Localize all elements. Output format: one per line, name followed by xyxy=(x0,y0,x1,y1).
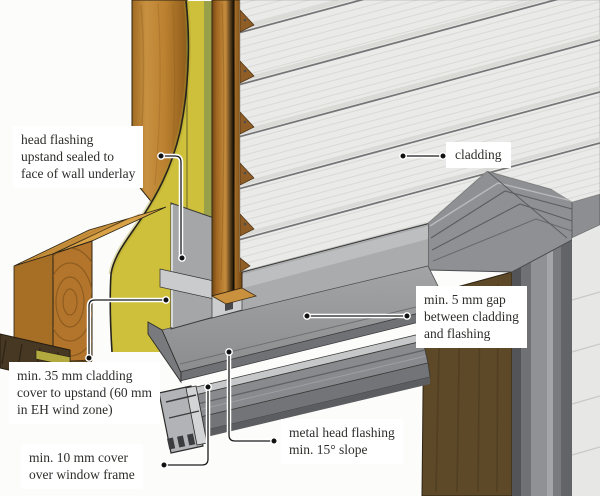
label-head-flashing-slope: metal head flashing min. 15° slope xyxy=(281,419,403,464)
weatherboard-cladding xyxy=(239,0,600,273)
leader-head-flashing-upstand xyxy=(157,152,186,262)
leader-head-flashing-slope xyxy=(225,348,278,445)
leader-window-frame-cover xyxy=(160,383,212,469)
label-gap: min. 5 mm gap between cladding and flash… xyxy=(416,286,527,348)
leader-lines xyxy=(85,152,447,469)
window-frame xyxy=(158,333,431,454)
leader-gap xyxy=(303,312,411,320)
leader-cladding xyxy=(399,152,447,160)
cladding-right-return xyxy=(571,225,600,496)
board-end-wedges xyxy=(240,9,255,272)
label-window-frame-cover: min. 10 mm cover over window frame xyxy=(21,444,143,489)
label-cladding-cover: min. 35 mm cladding cover to upstand (60… xyxy=(9,362,160,424)
leader-cladding-cover xyxy=(85,296,170,362)
cavity-batten xyxy=(210,0,258,305)
window-jamb-liner xyxy=(512,240,572,496)
label-cladding: cladding xyxy=(446,142,511,168)
label-head-flashing-upstand: head flashing upstand sealed to face of … xyxy=(13,126,144,188)
